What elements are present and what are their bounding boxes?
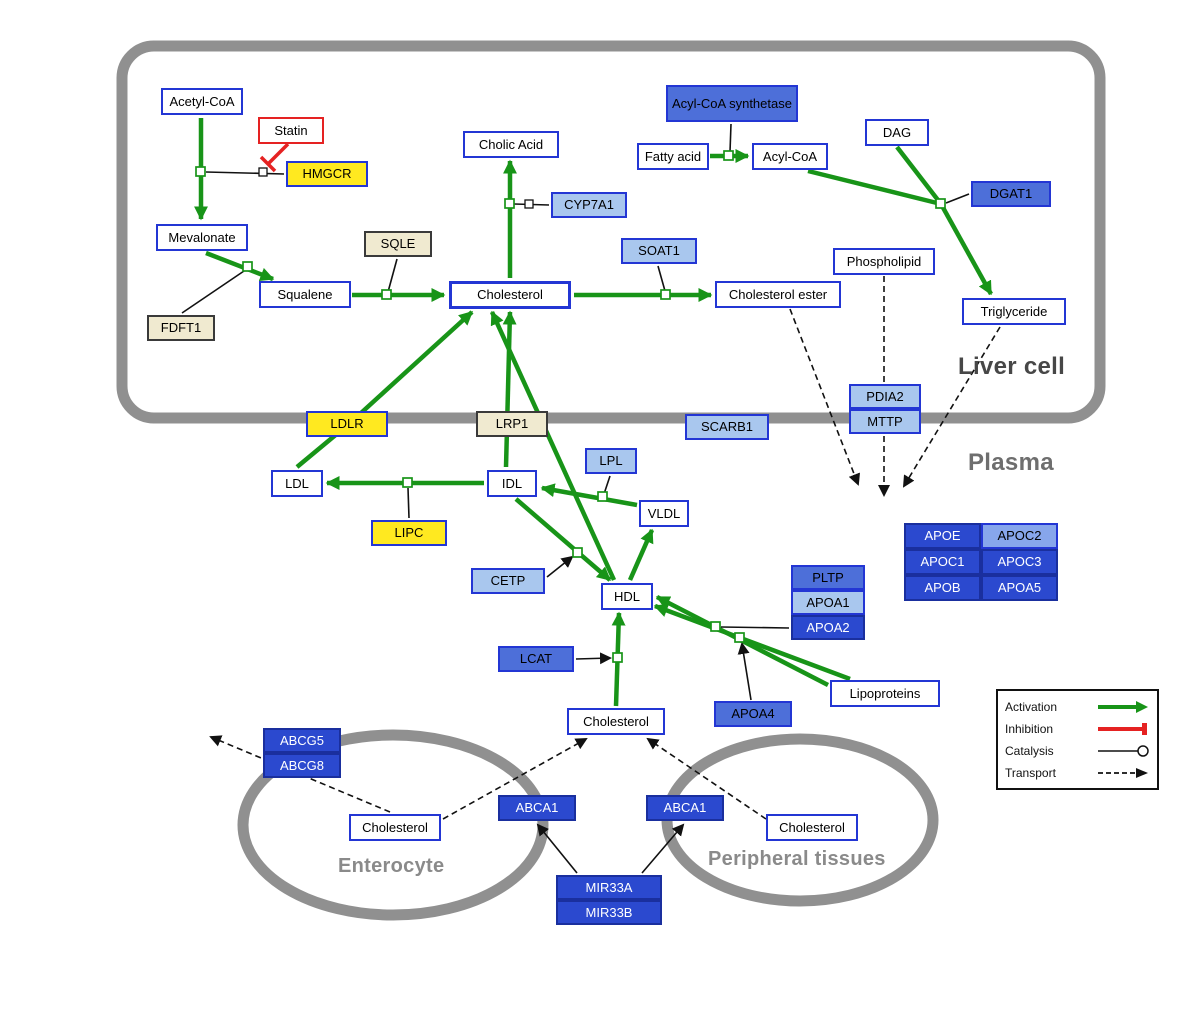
node-hmgcr[interactable]: HMGCR <box>286 161 368 187</box>
transport-dashed-arrow-icon <box>1098 768 1148 778</box>
legend-row-catalysis: Catalysis <box>1005 740 1150 762</box>
node-apoa2[interactable]: APOA2 <box>791 615 865 640</box>
node-mir33a[interactable]: MIR33A <box>556 875 662 900</box>
liver-cell-membrane <box>116 40 1106 424</box>
node-lpl[interactable]: LPL <box>585 448 637 474</box>
node-pdia2[interactable]: PDIA2 <box>849 384 921 409</box>
legend-row-inhibition: Inhibition <box>1005 718 1150 740</box>
legend-row-transport: Transport <box>1005 762 1150 784</box>
node-apoa5[interactable]: APOA5 <box>981 575 1058 601</box>
node-mttp[interactable]: MTTP <box>849 409 921 434</box>
legend-row-activation: Activation <box>1005 696 1150 718</box>
node-phospholipid[interactable]: Phospholipid <box>833 248 935 275</box>
legend-activation-label: Activation <box>1005 700 1058 714</box>
activation-arrow-icon <box>1098 701 1148 713</box>
node-acyl-coa[interactable]: Acyl-CoA <box>752 143 828 170</box>
node-cetp[interactable]: CETP <box>471 568 545 594</box>
reaction-nodes <box>195 150 946 663</box>
node-apoe[interactable]: APOE <box>904 523 981 549</box>
node-hdl[interactable]: HDL <box>601 583 653 610</box>
node-apoa4[interactable]: APOA4 <box>714 701 792 727</box>
node-fdft1[interactable]: FDFT1 <box>147 315 215 341</box>
node-apoc2[interactable]: APOC2 <box>981 523 1058 549</box>
node-ldlr[interactable]: LDLR <box>306 411 388 437</box>
legend: Activation Inhibition Catalysis Transpor… <box>996 689 1159 790</box>
liver-cell-label: Liver cell <box>958 353 1066 380</box>
node-sqle[interactable]: SQLE <box>364 231 432 257</box>
node-cholesterol-peripheral[interactable]: Cholesterol <box>766 814 858 841</box>
enterocyte-label: Enterocyte <box>338 855 445 877</box>
node-dgat1[interactable]: DGAT1 <box>971 181 1051 207</box>
node-mir33b[interactable]: MIR33B <box>556 900 662 925</box>
node-cyp7a1[interactable]: CYP7A1 <box>551 192 627 218</box>
node-lrp1[interactable]: LRP1 <box>476 411 548 437</box>
node-mevalonate[interactable]: Mevalonate <box>156 224 248 251</box>
plasma-label: Plasma <box>968 449 1054 476</box>
inhibition-edge <box>259 142 290 173</box>
transport-edges <box>209 276 1001 820</box>
catalysis-anchor-squares <box>258 167 534 209</box>
node-vldl[interactable]: VLDL <box>639 500 689 527</box>
node-cholesterol-enterocyte[interactable]: Cholesterol <box>349 814 441 841</box>
node-cholesterol-ester[interactable]: Cholesterol ester <box>715 281 841 308</box>
node-abca1-left[interactable]: ABCA1 <box>498 795 576 821</box>
legend-catalysis-label: Catalysis <box>1005 744 1054 758</box>
peripheral-tissues-label: Peripheral tissues <box>708 848 886 870</box>
node-apoc1[interactable]: APOC1 <box>904 549 981 575</box>
node-lipoproteins[interactable]: Lipoproteins <box>830 680 940 707</box>
node-triglyceride[interactable]: Triglyceride <box>962 298 1066 325</box>
node-statin[interactable]: Statin <box>258 117 324 144</box>
node-abca1-right[interactable]: ABCA1 <box>646 795 724 821</box>
node-fatty-acid[interactable]: Fatty acid <box>637 143 709 170</box>
node-squalene[interactable]: Squalene <box>259 281 351 308</box>
legend-transport-label: Transport <box>1005 766 1056 780</box>
node-apoa1[interactable]: APOA1 <box>791 590 865 615</box>
inhibition-tbar-icon <box>1098 723 1147 735</box>
node-cholesterol-plasma[interactable]: Cholesterol <box>567 708 665 735</box>
node-idl[interactable]: IDL <box>487 470 537 497</box>
node-acyl-coa-synthetase[interactable]: Acyl-CoA synthetase <box>666 85 798 122</box>
node-lcat[interactable]: LCAT <box>498 646 574 672</box>
node-pltp[interactable]: PLTP <box>791 565 865 590</box>
node-abcg8[interactable]: ABCG8 <box>263 753 341 778</box>
node-cholic-acid[interactable]: Cholic Acid <box>463 131 559 158</box>
node-acetyl-coa[interactable]: Acetyl-CoA <box>161 88 243 115</box>
legend-inhibition-label: Inhibition <box>1005 722 1054 736</box>
node-lipc[interactable]: LIPC <box>371 520 447 546</box>
node-ldl[interactable]: LDL <box>271 470 323 497</box>
node-apob[interactable]: APOB <box>904 575 981 601</box>
node-cholesterol-liver[interactable]: Cholesterol <box>449 281 571 309</box>
node-soat1[interactable]: SOAT1 <box>621 238 697 264</box>
node-abcg5[interactable]: ABCG5 <box>263 728 341 753</box>
node-apoc3[interactable]: APOC3 <box>981 549 1058 575</box>
node-dag[interactable]: DAG <box>865 119 929 146</box>
node-scarb1[interactable]: SCARB1 <box>685 414 769 440</box>
catalysis-circle-icon <box>1098 745 1149 757</box>
